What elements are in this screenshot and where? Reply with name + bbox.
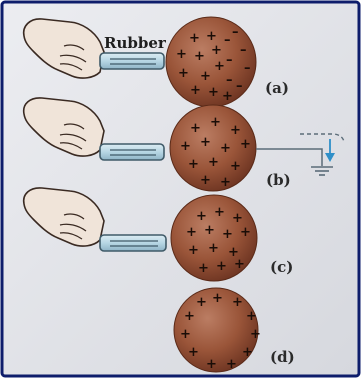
charge-c-2: +	[214, 205, 225, 220]
panel-label-d: (d)	[270, 348, 295, 366]
rubber-rod	[99, 52, 165, 70]
charge-a-13: –	[226, 73, 233, 88]
charge-c-5: +	[204, 223, 215, 238]
charge-b-12: +	[220, 175, 231, 190]
charge-c-13: +	[234, 257, 245, 272]
charge-b-5: +	[200, 135, 211, 150]
charge-a-8: +	[200, 69, 211, 84]
charge-a-17: +	[211, 43, 222, 58]
charge-d-9: +	[180, 327, 191, 342]
charge-a-14: +	[208, 85, 219, 100]
charge-b-10: +	[230, 159, 241, 174]
charge-b-1: +	[190, 121, 201, 136]
sphere-d	[173, 287, 259, 373]
dashed-arrow-icon	[300, 133, 345, 162]
charge-b-8: +	[188, 157, 199, 172]
rubber-rod	[99, 234, 167, 252]
charges-b: + + + + + + + + + + + +	[180, 115, 251, 190]
ground-wire	[256, 148, 323, 166]
charge-a-2: +	[206, 29, 217, 44]
charges-c: + + + + + + + + + + + + +	[186, 205, 251, 276]
charge-d-10: +	[184, 309, 195, 324]
panel-c: + + + + + + + + + + + + + (c)	[22, 187, 293, 282]
charge-c-8: +	[188, 243, 199, 258]
charge-c-7: +	[240, 225, 251, 240]
charge-b-4: +	[180, 139, 191, 154]
panel-label-b: (b)	[266, 171, 291, 189]
charge-b-3: +	[230, 123, 241, 138]
charges-d: + + + + + + + + + + +	[180, 291, 261, 372]
charge-b-7: +	[240, 137, 251, 152]
hand-icon	[22, 97, 105, 157]
charge-d-8: +	[188, 345, 199, 360]
charge-a-6: –	[240, 43, 247, 58]
charge-a-3: –	[224, 33, 231, 48]
charge-a-15: +	[222, 89, 233, 104]
charge-c-4: +	[186, 225, 197, 240]
charge-a-5: +	[194, 49, 205, 64]
charge-c-3: +	[232, 211, 243, 226]
charge-d-2: +	[232, 295, 243, 310]
charge-d-11: +	[196, 295, 207, 310]
charge-a-9: –	[226, 53, 233, 68]
charge-a-16: –	[236, 79, 243, 94]
charge-c-11: +	[198, 261, 209, 276]
charge-c-12: +	[216, 259, 227, 274]
charge-a-7: +	[178, 66, 189, 81]
charges-a: + + – + + – + + – – + + – + + – + –	[176, 25, 251, 104]
sphere-c	[170, 194, 258, 282]
sphere-b	[169, 104, 257, 192]
charge-d-5: +	[242, 345, 253, 360]
charge-a-4: +	[176, 47, 187, 62]
hand-icon	[22, 187, 105, 247]
rubber-rod	[99, 143, 165, 161]
charge-a-10: –	[244, 61, 251, 76]
charge-b-6: +	[220, 141, 231, 156]
ground-icon	[311, 166, 333, 176]
rubber-label: Rubber	[104, 34, 167, 52]
charge-c-10: +	[228, 245, 239, 260]
charge-d-6: +	[226, 357, 237, 372]
charge-d-3: +	[246, 309, 257, 324]
charge-a-18: –	[232, 25, 239, 40]
charge-b-2: +	[210, 115, 221, 130]
charge-a-11: +	[214, 59, 225, 74]
panel-label-c: (c)	[270, 258, 293, 276]
charge-b-9: +	[208, 155, 219, 170]
charge-a-1: +	[189, 31, 200, 46]
panel-a: Rubber + + – + + – + + – – + + – + + – +…	[22, 16, 289, 108]
panel-d: + + + + + + + + + + + (d)	[173, 287, 295, 373]
charge-c-1: +	[196, 209, 207, 224]
charge-c-9: +	[208, 241, 219, 256]
panel-label-a: (a)	[265, 79, 289, 97]
panel-b: + + + + + + + + + + + +	[22, 97, 345, 192]
charge-c-6: +	[222, 227, 233, 242]
charge-b-11: +	[200, 173, 211, 188]
hand-icon	[22, 18, 105, 79]
charge-d-1: +	[212, 291, 223, 306]
charge-a-12: +	[190, 83, 201, 98]
charge-d-7: +	[206, 357, 217, 372]
charge-d-4: +	[250, 327, 261, 342]
